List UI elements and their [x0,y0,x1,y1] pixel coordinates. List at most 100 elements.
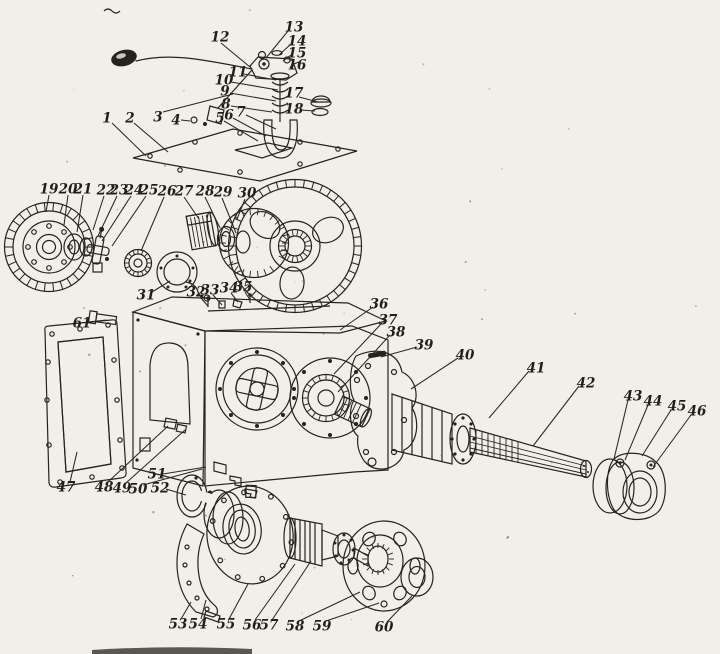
part-number-47: 47 [57,480,76,496]
leader-line-24 [101,195,132,242]
leader-line-42 [532,385,580,447]
leader-line-17 [298,96,319,103]
washer [271,50,283,56]
part-number-2: 2 [124,111,134,127]
gear-shift-lever-assembly [111,49,332,159]
leader-line-29 [221,197,237,234]
oil-seal [400,557,434,597]
part-number-42: 42 [577,376,596,392]
leader-line-5 [223,120,259,142]
leader-line-14 [278,43,292,56]
cover-strip [368,350,387,359]
part-number-41: 41 [527,361,546,377]
leader-line-6 [232,117,267,137]
part-number-30: 30 [238,186,257,202]
part-number-11: 11 [229,65,248,81]
leader-line-10 [230,81,279,91]
part-number-23: 23 [109,183,129,199]
leader-line-1 [111,122,147,157]
leader-line-9 [229,92,277,102]
part-number-36: 36 [370,297,389,313]
part-number-7: 7 [236,105,246,121]
leader-line-11 [243,73,277,81]
part-number-4: 4 [171,113,180,129]
leader-line-37 [333,322,383,375]
part-number-60: 60 [375,620,394,636]
lever-lower-rod [217,69,253,109]
leader-line-20 [63,194,69,226]
part-number-17: 17 [285,86,304,102]
leader-line-19 [45,194,50,213]
leader-line-48 [107,425,169,483]
leader-line-38 [337,334,391,393]
bearing-cone [63,233,85,261]
part-number-54: 54 [189,617,208,633]
part-number-37: 37 [379,313,398,329]
shift-fork [263,119,298,159]
part-number-22: 22 [96,183,116,199]
leader-line-33 [212,294,223,306]
part-number-27: 27 [174,184,194,200]
part-number-32: 32 [187,285,206,301]
part-number-12: 12 [211,30,230,46]
brake-band [176,523,221,623]
part-number-28: 28 [195,184,215,200]
side-cover-gasket [44,319,127,488]
part-number-15: 15 [288,46,307,62]
part-number-61: 61 [73,316,92,332]
leader-line-36 [339,306,374,331]
part-number-45: 45 [668,399,687,415]
bearing-hub [449,413,477,465]
part-number-50: 50 [129,482,148,498]
leader-line-58 [298,591,361,622]
gearbox-housing [87,293,389,499]
leader-line-44 [624,404,649,461]
part-number-38: 38 [387,325,406,341]
leader-line-30 [236,198,246,220]
leader-line-34 [230,292,239,303]
leader-line-32 [199,296,209,307]
leader-line-13 [265,30,289,59]
leader-lines [45,30,692,623]
part-number-25: 25 [139,183,159,199]
splined-ring [216,225,236,253]
leader-line-60 [386,595,413,623]
part-number-16: 16 [288,58,307,74]
part-number-33: 33 [201,283,220,299]
part-number-52: 52 [151,481,170,497]
leader-line-49 [125,429,186,484]
leader-line-12 [220,42,251,68]
leader-line-47 [69,451,78,483]
part-number-44: 44 [644,394,663,410]
part-number-13: 13 [285,20,304,36]
leader-line-45 [641,409,672,457]
axle-housing [349,350,477,470]
part-number-1: 1 [102,111,111,127]
part-number-10: 10 [215,73,234,89]
part-number-34: 34 [220,281,239,297]
leader-line-27 [183,196,200,220]
leader-line-43 [613,399,629,460]
leader-line-4 [180,119,191,122]
part-number-26: 26 [157,184,177,200]
bearing-cap-flange [592,452,666,521]
leader-line-8 [230,105,273,113]
leader-line-31 [151,280,171,293]
leader-line-40 [410,357,459,390]
leader-line-61 [87,319,107,323]
leader-line-51 [162,466,207,475]
part-number-46: 46 [688,404,707,420]
part-number-48: 48 [95,480,114,496]
leader-line-22 [92,195,105,231]
leader-line-46 [652,414,692,468]
part-number-35: 35 [234,280,253,296]
leader-line-18 [299,109,316,112]
part-number-3: 3 [153,110,162,126]
part-number-21: 21 [73,182,93,198]
bottom-smudge [92,647,252,654]
part-number-57: 57 [260,618,279,634]
leader-line-54 [200,599,207,620]
leader-line-16 [289,65,292,69]
